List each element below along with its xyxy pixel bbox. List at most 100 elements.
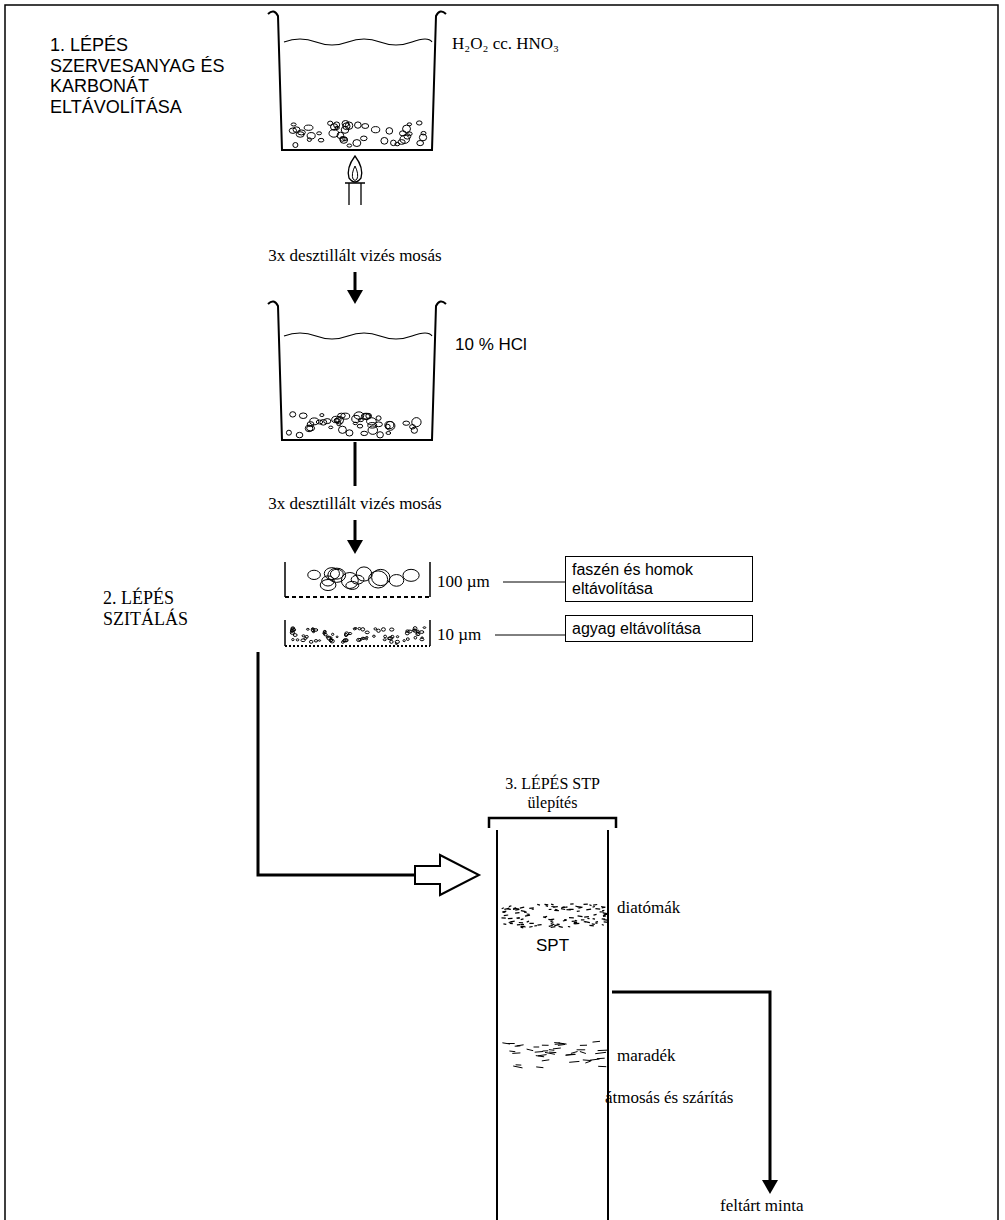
- sediment: [412, 418, 421, 427]
- frame: [5, 5, 998, 1220]
- settling-cylinder: 3. LÉPÉS STP ülepítésSPT: [495, 818, 610, 1220]
- diatom-layer: [569, 909, 574, 910]
- process-note: 3x desztillált vizés mosás: [220, 494, 490, 514]
- diatom-layer: [584, 916, 589, 918]
- flow-arrow: [354, 272, 357, 292]
- fine-grain: [414, 636, 417, 639]
- diatom-layer: [593, 918, 595, 920]
- fine-grain: [313, 629, 317, 632]
- sediment: [338, 426, 346, 433]
- sediment: [377, 432, 384, 438]
- arrowhead: [762, 1180, 778, 1194]
- diatom-layer: [513, 908, 515, 910]
- fine-grain: [406, 630, 410, 632]
- coarse-grain: [308, 570, 321, 579]
- diatom-layer: [568, 926, 570, 927]
- diatom-layer: [587, 918, 589, 919]
- liquid-surface: [284, 39, 432, 45]
- diatom-layer: [586, 908, 591, 910]
- residue-layer: [534, 1047, 540, 1048]
- diatom-layer: [503, 912, 505, 913]
- diatom-layer: [551, 904, 554, 906]
- diatom-layer: [577, 910, 580, 912]
- sediment: [416, 121, 422, 125]
- mesh-size: 10 µm: [437, 625, 493, 645]
- process-note: 3x desztillált vizés mosás: [220, 246, 490, 266]
- residue-layer: [598, 1050, 609, 1052]
- fine-grain: [374, 628, 377, 630]
- fine-grain: [363, 637, 366, 639]
- sediment: [304, 125, 313, 130]
- fine-grain: [354, 628, 357, 630]
- fine-grain: [396, 636, 398, 638]
- diatom-layer: [516, 917, 520, 918]
- residue-layer: [549, 1049, 554, 1051]
- diatom-layer: [578, 915, 583, 917]
- sediment: [343, 123, 350, 130]
- sediment: [386, 422, 395, 431]
- fine-grain: [403, 640, 405, 642]
- step-heading: 2. LÉPÉS SZITÁLÁS: [103, 588, 223, 629]
- diatom-layer: [548, 919, 552, 921]
- sediment: [318, 138, 324, 142]
- sieve-mesh: [285, 645, 430, 647]
- diatom-layer: [574, 923, 579, 925]
- diatom-layer: [549, 925, 553, 927]
- diatom-layer: [515, 912, 519, 914]
- sediment: [316, 420, 322, 424]
- diatom-layer: [593, 906, 595, 908]
- residue-layer: [536, 1066, 543, 1068]
- fine-grain: [420, 638, 424, 641]
- diatom-layer: [561, 908, 565, 910]
- diatom-layer: [570, 903, 573, 904]
- fine-grain: [343, 639, 347, 642]
- diatom-layer: [537, 924, 541, 926]
- diatom-layer: [593, 904, 597, 906]
- coarse-grain: [403, 569, 419, 581]
- diatom-layer: [534, 925, 537, 927]
- arrowhead: [347, 540, 363, 554]
- diatom-layer: [549, 909, 552, 910]
- fine-grain: [336, 636, 338, 638]
- fine-grain: [292, 639, 294, 641]
- diatom-layer: [510, 923, 513, 924]
- sieve: [285, 562, 430, 597]
- process-box: faszén és homok eltávolítása: [565, 556, 753, 602]
- diatom-layer: [602, 907, 606, 909]
- fine-grain: [384, 635, 387, 638]
- diatom-layer: [581, 919, 585, 920]
- fine-grain: [406, 638, 409, 641]
- reagent-label: 10 % HCl: [455, 335, 565, 355]
- sediment: [317, 132, 322, 135]
- result-label: feltárt minta: [720, 1196, 840, 1216]
- sediment: [419, 134, 426, 141]
- diatom-layer: [584, 921, 586, 922]
- fine-grain: [344, 633, 347, 636]
- residue-layer: [538, 1055, 547, 1056]
- residue-layer: [595, 1052, 606, 1053]
- burner-flame: [352, 166, 357, 181]
- diatom-layer: [595, 908, 600, 910]
- sediment: [305, 425, 313, 432]
- sediment: [298, 130, 306, 135]
- residue-layer: [512, 1052, 520, 1054]
- fine-grain: [314, 640, 317, 642]
- diatom-layer: [517, 924, 520, 925]
- coarse-grain: [372, 569, 390, 585]
- diatom-layer: [569, 917, 574, 918]
- sediment: [361, 413, 370, 419]
- residue-layer: [558, 1044, 565, 1045]
- sediment: [299, 413, 307, 419]
- diatom-layer: [575, 905, 577, 907]
- fine-grain: [390, 628, 394, 631]
- sediment: [293, 127, 300, 133]
- arrowhead: [347, 290, 363, 304]
- fine-grain: [296, 639, 299, 641]
- sediment: [403, 421, 410, 425]
- diatom-layer: [543, 916, 546, 918]
- process-box: agyag eltávolítása: [565, 615, 753, 642]
- residue-layer: [597, 1058, 605, 1060]
- liquid-surface: [284, 333, 432, 339]
- residue-layer: [566, 1054, 575, 1055]
- diatom-layer: [521, 910, 526, 912]
